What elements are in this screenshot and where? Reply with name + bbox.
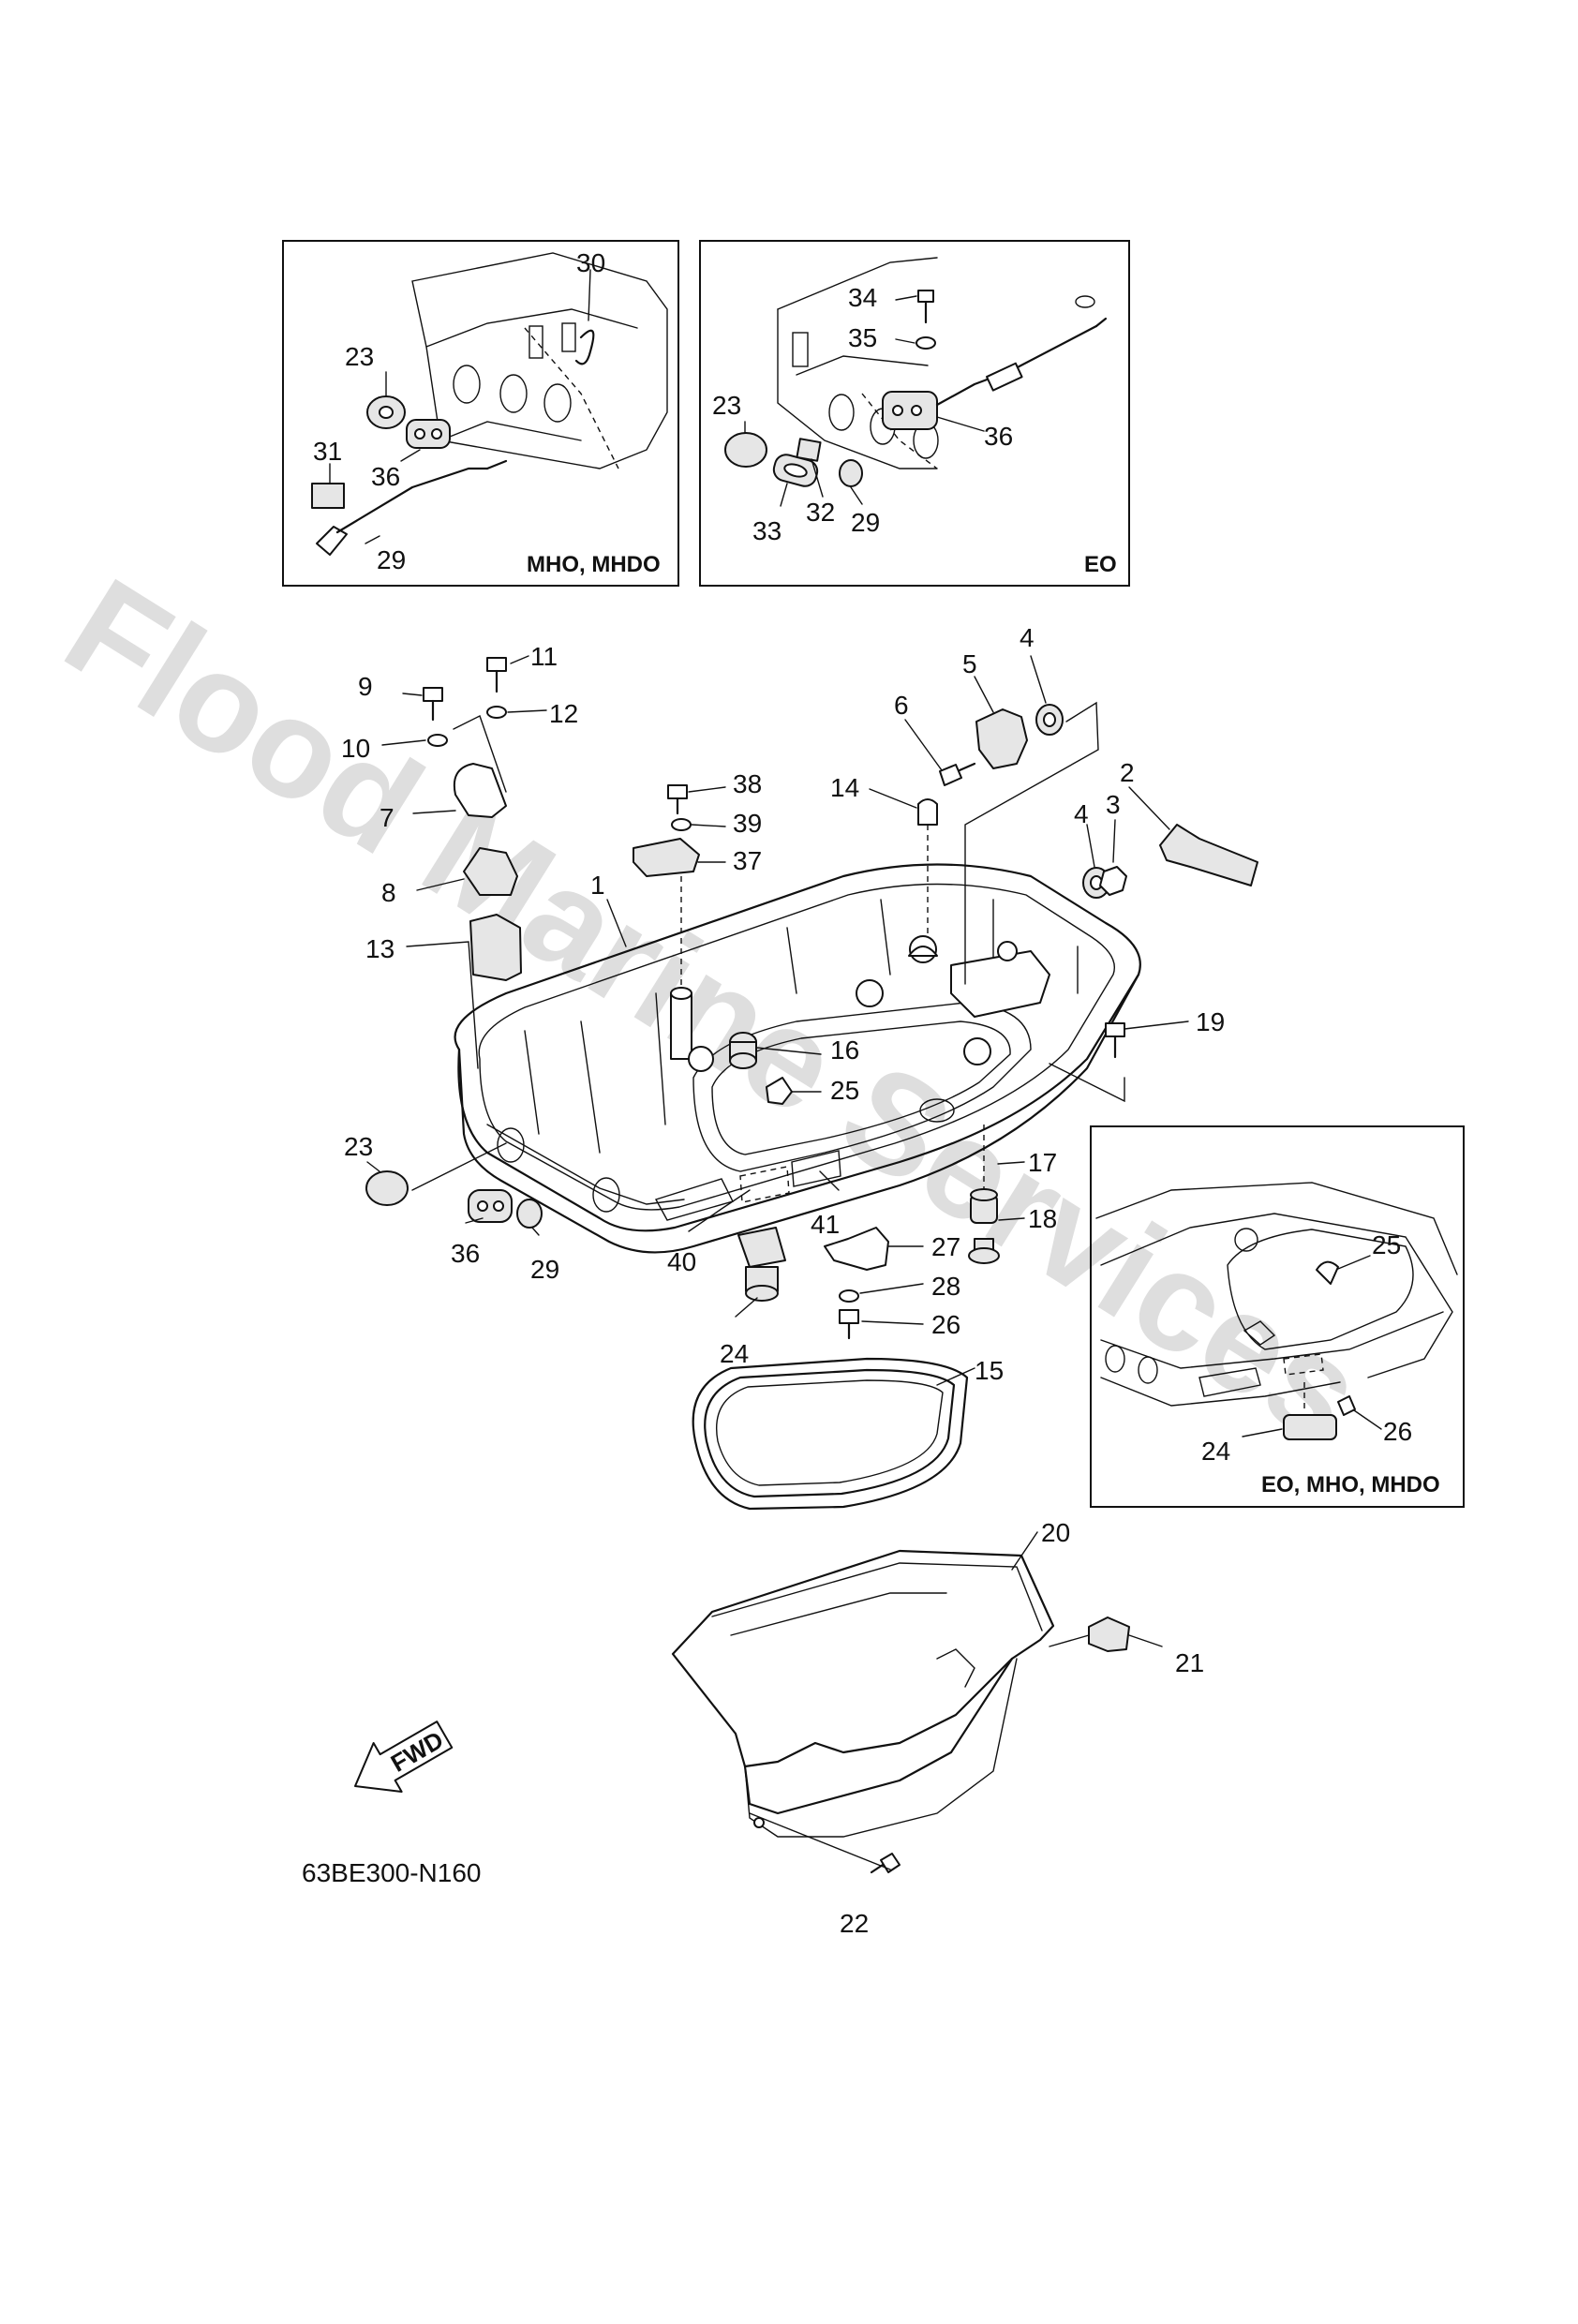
- callout-1: 1: [590, 871, 605, 900]
- callout-26: 26: [1383, 1417, 1412, 1446]
- inset-top-right-tag: EO: [1084, 552, 1117, 577]
- callout-23: 23: [712, 391, 741, 420]
- part-17-grommet: [970, 1188, 998, 1224]
- part-8: [463, 847, 518, 896]
- callout-36: 36: [984, 422, 1013, 451]
- part-21: [1088, 1616, 1130, 1652]
- part-27-bracket: [824, 1227, 889, 1271]
- part-13: [469, 914, 522, 981]
- callout-20: 20: [1041, 1518, 1070, 1547]
- part-7-bracket: [453, 763, 507, 818]
- callout-25: 25: [1372, 1230, 1401, 1259]
- part-19-screw: [1049, 1022, 1125, 1103]
- callout-24: 24: [1201, 1437, 1230, 1466]
- fwd-direction-arrow: FWD: [354, 1721, 454, 1793]
- part-9-bolt: [423, 687, 443, 722]
- callout-34: 34: [848, 283, 877, 312]
- part-5: [975, 708, 1028, 769]
- callout-23: 23: [345, 342, 374, 371]
- callout-29: 29: [377, 545, 406, 574]
- callout-9: 9: [358, 672, 373, 701]
- part-25-clip: [766, 1077, 793, 1105]
- part-18-plug: [968, 1238, 1000, 1264]
- callout-7: 7: [380, 803, 394, 832]
- callout-37: 37: [733, 846, 762, 875]
- callout-12: 12: [549, 699, 578, 728]
- callout-17: 17: [1028, 1148, 1057, 1177]
- callout-6: 6: [894, 691, 909, 720]
- part-24-drain: [737, 1227, 786, 1302]
- callout-5: 5: [962, 649, 977, 678]
- callout-30: 30: [576, 248, 605, 277]
- callout-25: 25: [830, 1076, 859, 1105]
- part-12-washer: [486, 706, 507, 719]
- callout-35: 35: [848, 323, 877, 352]
- inset-top-right: 34 35 36 23 33 32 29 EO: [699, 240, 1130, 587]
- part-39-washer: [671, 818, 692, 831]
- callout-33: 33: [752, 516, 782, 545]
- callout-4: 4: [1020, 623, 1035, 652]
- part-38-bolt: [667, 784, 688, 799]
- callout-32: 32: [806, 498, 835, 527]
- callout-4-lower: 4: [1074, 799, 1089, 828]
- callout-27: 27: [931, 1232, 960, 1261]
- part-29: [516, 1199, 543, 1229]
- callout-41: 41: [811, 1210, 840, 1239]
- part-3-nut: [1099, 866, 1127, 896]
- part-6-bolt: [939, 764, 962, 786]
- inset-bottom-right: 25 26 24 EO, MHO, MHDO: [1090, 1125, 1465, 1508]
- callout-16: 16: [830, 1035, 859, 1065]
- drawing-code: 63BE300-N160: [302, 1858, 481, 1887]
- part-23-grommet: [365, 1170, 409, 1206]
- part-20-lower-pan: [671, 1549, 1055, 1838]
- callout-15: 15: [975, 1356, 1004, 1385]
- callout-31: 31: [313, 437, 342, 466]
- part-11-bolt: [486, 657, 507, 693]
- part-10-washer: [427, 734, 448, 747]
- callout-26: 26: [931, 1310, 960, 1339]
- inset-bottom-right-tag: EO, MHO, MHDO: [1261, 1472, 1440, 1497]
- callout-36: 36: [451, 1239, 480, 1268]
- callout-28: 28: [931, 1272, 960, 1301]
- callout-3: 3: [1106, 790, 1121, 819]
- callout-29: 29: [530, 1255, 559, 1284]
- callout-29: 29: [851, 508, 880, 537]
- callout-10: 10: [341, 734, 370, 763]
- watermark: Flood Marine Services: [40, 548, 1389, 1472]
- part-22-screw: [870, 1853, 901, 1874]
- callout-2: 2: [1120, 758, 1135, 787]
- inset-top-left: 30 23 31 36 29 MHO, MHDO: [282, 240, 679, 587]
- callout-38: 38: [733, 769, 762, 798]
- part-15-seal: [692, 1357, 969, 1511]
- callout-8: 8: [381, 878, 396, 907]
- callout-13: 13: [365, 934, 394, 963]
- part-2-lever: [1159, 824, 1258, 886]
- part-26-bolt: [839, 1309, 859, 1340]
- callout-22: 22: [840, 1909, 869, 1938]
- callout-40: 40: [667, 1247, 696, 1276]
- callout-21: 21: [1175, 1648, 1204, 1677]
- bottom-cowling-assembly: [454, 863, 1141, 1254]
- callout-18: 18: [1028, 1204, 1057, 1233]
- part-14-plug: [917, 798, 938, 826]
- part-36: [468, 1189, 513, 1223]
- callout-39: 39: [733, 809, 762, 838]
- part-16-grommet: [729, 1032, 757, 1069]
- inset-top-left-tag: MHO, MHDO: [527, 552, 661, 577]
- callout-36: 36: [371, 462, 400, 491]
- part-28-washer: [839, 1289, 859, 1303]
- callout-19: 19: [1196, 1007, 1225, 1036]
- callout-24: 24: [720, 1339, 749, 1368]
- callout-23: 23: [344, 1132, 373, 1161]
- part-37: [633, 838, 700, 877]
- callout-14: 14: [830, 773, 859, 802]
- callout-11: 11: [530, 642, 558, 671]
